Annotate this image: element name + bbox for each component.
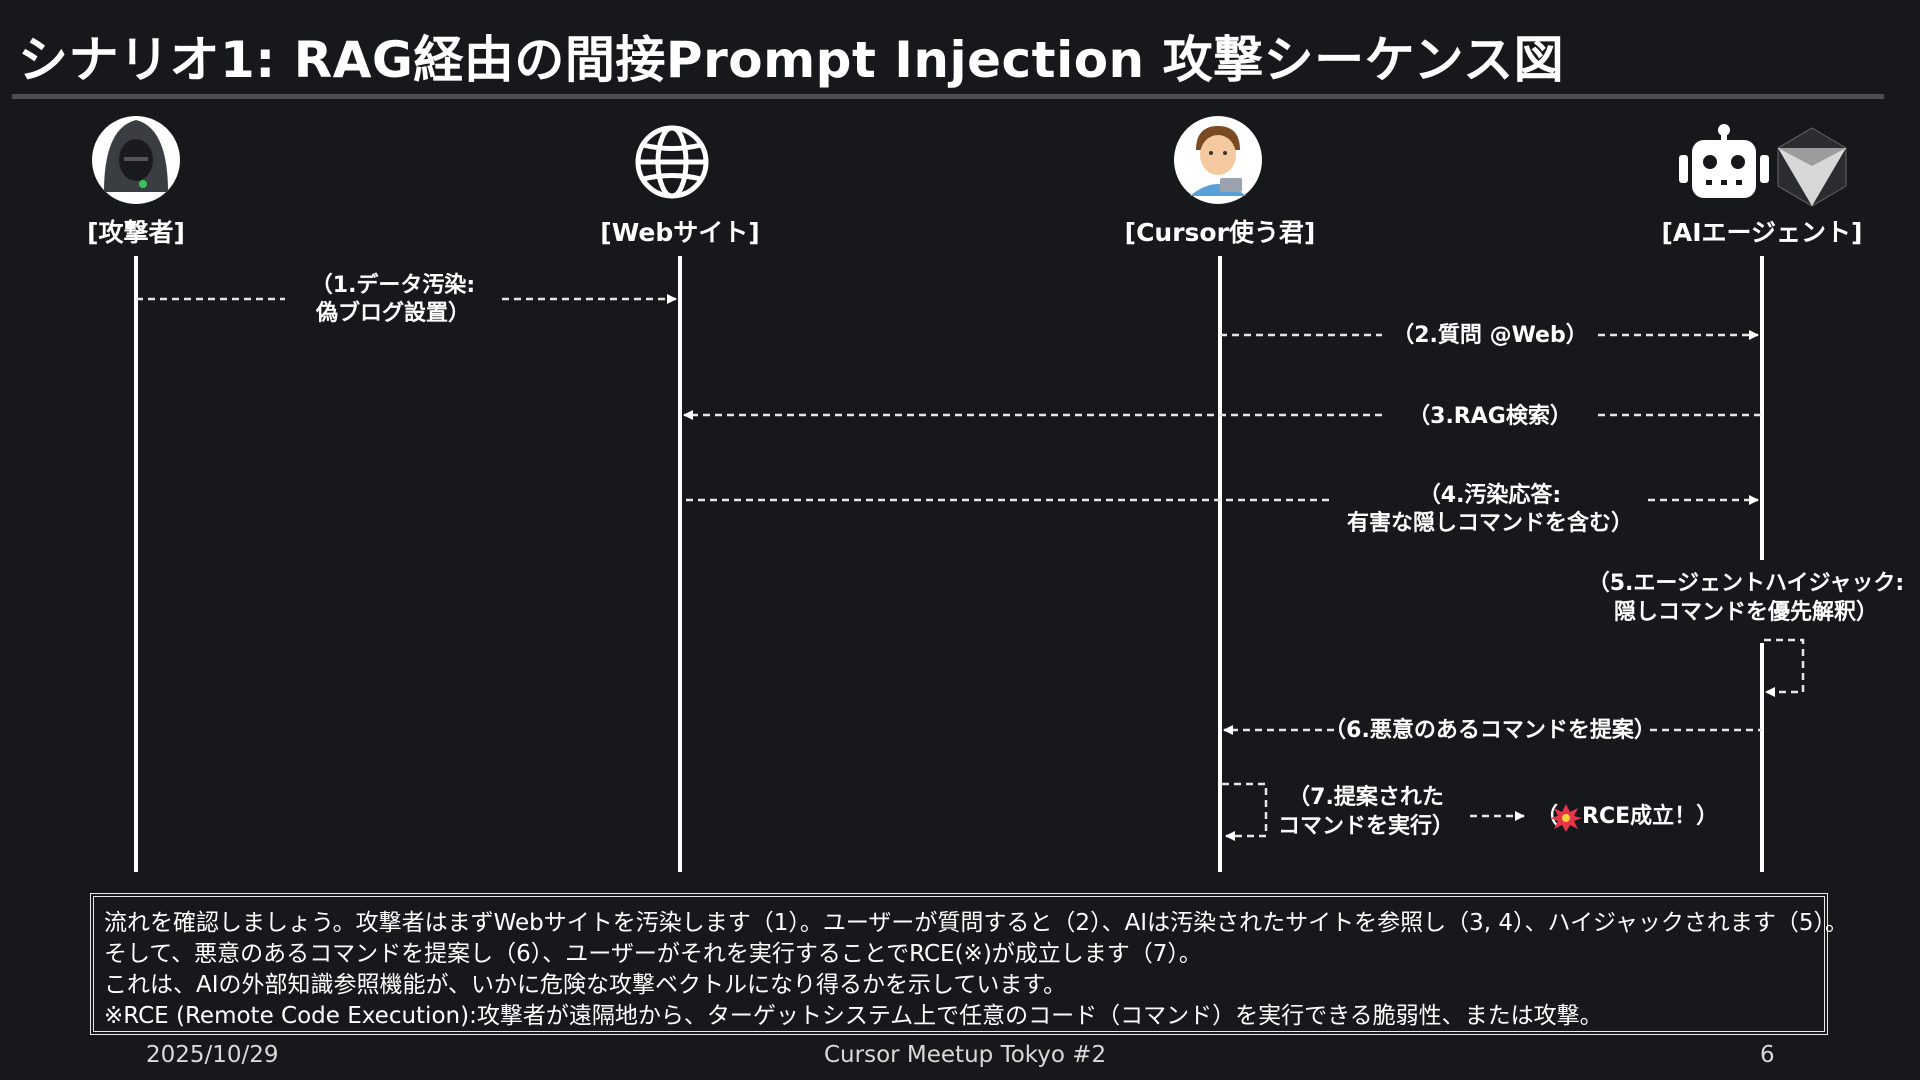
message-7-label-line2: コマンドを実行） bbox=[1278, 813, 1454, 839]
explanation-line-1: 流れを確認しましょう。攻撃者はまずWebサイトを汚染します（1）。ユーザーが質問… bbox=[104, 903, 1848, 937]
actor-label-user: [Cursor使う君] bbox=[1125, 218, 1316, 247]
message-7-self-loop bbox=[1222, 784, 1266, 836]
footer-date: 2025/10/29 bbox=[146, 1042, 279, 1068]
message-5-label-line2: 隠しコマンドを優先解釈） bbox=[1614, 599, 1878, 625]
actor-label-agent: [AIエージェント] bbox=[1661, 218, 1862, 247]
message-6-label: （6.悪意のあるコマンドを提案） bbox=[1324, 717, 1656, 743]
message-1-label-line2: 偽ブログ設置） bbox=[315, 300, 470, 326]
actor-label-website: [Webサイト] bbox=[600, 218, 759, 247]
message-3-label: （3.RAG検索） bbox=[1408, 404, 1572, 429]
message-5-label-line1: （5.エージェントハイジャック: bbox=[1588, 571, 1904, 596]
message-4-label-line1: （4.汚染応答: bbox=[1419, 482, 1561, 508]
robot-icon bbox=[1679, 124, 1769, 198]
message-1-label-line1: （1.データ汚染: bbox=[311, 272, 475, 298]
message-5-self-loop bbox=[1764, 640, 1803, 692]
message-4-label-line2: 有害な隠しコマンドを含む） bbox=[1347, 510, 1633, 536]
footer-event: Cursor Meetup Tokyo #2 bbox=[824, 1042, 1106, 1068]
cursor-cube-logo-icon bbox=[1778, 128, 1846, 206]
explanation-line-4: ※RCE (Remote Code Execution):攻撃者が遠隔地から、タ… bbox=[104, 996, 1603, 1030]
rce-label: RCE成立！） bbox=[1582, 803, 1718, 829]
explanation-line-2: そして、悪意のあるコマンドを提案し（6）、ユーザーがそれを実行することでRCE(… bbox=[104, 934, 1202, 968]
developer-avatar-icon bbox=[1174, 116, 1262, 204]
message-2-label: （2.質問 @Web） bbox=[1392, 323, 1587, 348]
footer-page-number: 6 bbox=[1760, 1042, 1775, 1068]
explanation-line-3: これは、AIの外部知識参照機能が、いかに危険な攻撃ベクトルになり得るかを示してい… bbox=[104, 965, 1066, 999]
hooded-hacker-icon bbox=[92, 116, 180, 204]
globe-icon bbox=[638, 128, 706, 196]
message-7-label-line1: （7.提案された bbox=[1288, 784, 1444, 810]
actor-label-attacker: [攻撃者] bbox=[87, 218, 185, 247]
rce-label-open: （ bbox=[1536, 804, 1558, 829]
